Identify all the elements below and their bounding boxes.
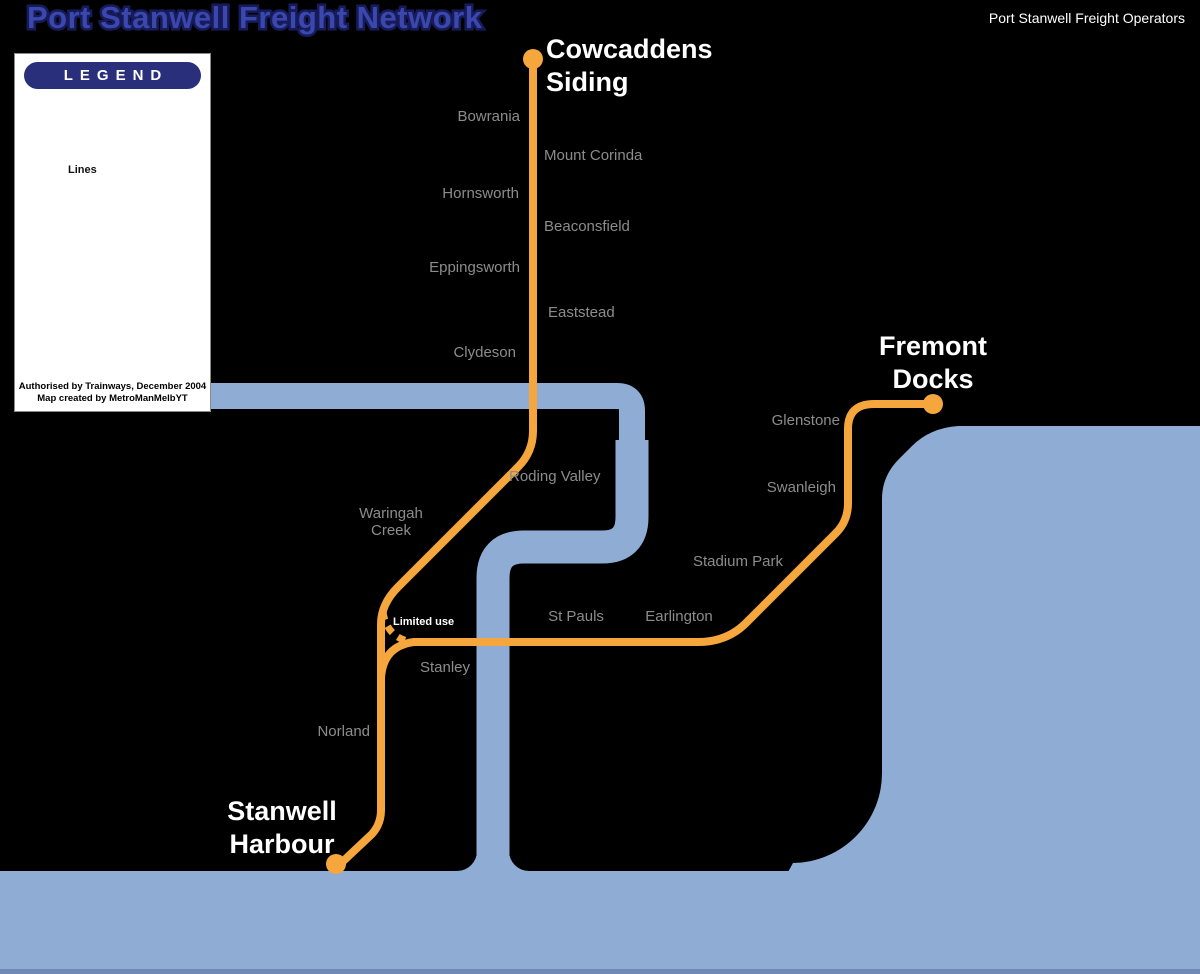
station-label: Stadium Park	[692, 553, 783, 570]
page-title-outline: Port Stanwell Freight Network	[24, 0, 484, 38]
terminus-dot-stanwell	[326, 854, 346, 874]
freight-line-main	[334, 55, 537, 870]
terminus-line: Fremont	[879, 331, 987, 361]
limited-use-note: Limited use	[393, 616, 455, 628]
sea-bottom-edge	[0, 969, 1200, 974]
terminus-line: Harbour	[229, 829, 335, 859]
station-label: Beaconsfield	[544, 218, 630, 235]
terminus-line: Siding	[546, 67, 629, 97]
station-label: Waringah Creek	[359, 505, 423, 539]
station-label: Mount Corinda	[544, 147, 643, 164]
terminus-dot-fremont	[923, 394, 943, 414]
sea-bottom	[0, 871, 1200, 974]
terminus-label-fremont-docks: Fremont Docks	[879, 330, 987, 396]
station-label: Stanley	[419, 659, 471, 676]
station-label: Glenstone	[771, 412, 840, 429]
legend-attribution-2: Map created by MetroManMelbYT	[37, 393, 188, 404]
station-label: Eppingsworth	[429, 259, 520, 276]
terminus-line: Docks	[892, 364, 974, 394]
sea-right	[788, 426, 1200, 872]
river-mouth-fillet-right	[509, 851, 529, 871]
river-mouth-fillet-left	[457, 851, 477, 871]
terminus-dot-cowcaddens	[523, 49, 543, 69]
legend-attribution-1: Authorised by Trainways, December 2004	[18, 381, 207, 392]
river-top-band	[211, 383, 645, 470]
terminus-label-cowcaddens-siding: Cowcaddens Siding	[546, 33, 713, 99]
operators-label: Port Stanwell Freight Operators	[988, 10, 1185, 26]
river-s-bend	[476, 440, 649, 890]
station-label: Earlington	[645, 608, 713, 625]
legend-lines-heading: Lines	[68, 164, 97, 176]
limited-use-dashed-line	[379, 611, 413, 646]
terminus-label-stanwell-harbour: Stanwell Harbour	[227, 795, 337, 861]
terminus-line: Cowcaddens	[546, 34, 713, 64]
station-label: St Pauls	[548, 608, 604, 625]
station-label: Swanleigh	[766, 479, 836, 496]
station-label: Clydeson	[453, 344, 516, 361]
legend-box: LEGEND Lines Authorised by Trainways, De…	[14, 53, 211, 412]
freight-line-branch	[377, 400, 937, 682]
station-label: Bowrania	[457, 108, 520, 125]
terminus-line: Stanwell	[227, 796, 337, 826]
station-label: Hornsworth	[442, 185, 519, 202]
page-title-fill: Port Stanwell Freight Network	[27, 0, 483, 35]
station-label: Roding Valley	[509, 468, 601, 485]
legend-title-pill: LEGEND	[24, 62, 201, 89]
station-label: Norland	[317, 723, 370, 740]
station-label: Eaststead	[548, 304, 615, 321]
